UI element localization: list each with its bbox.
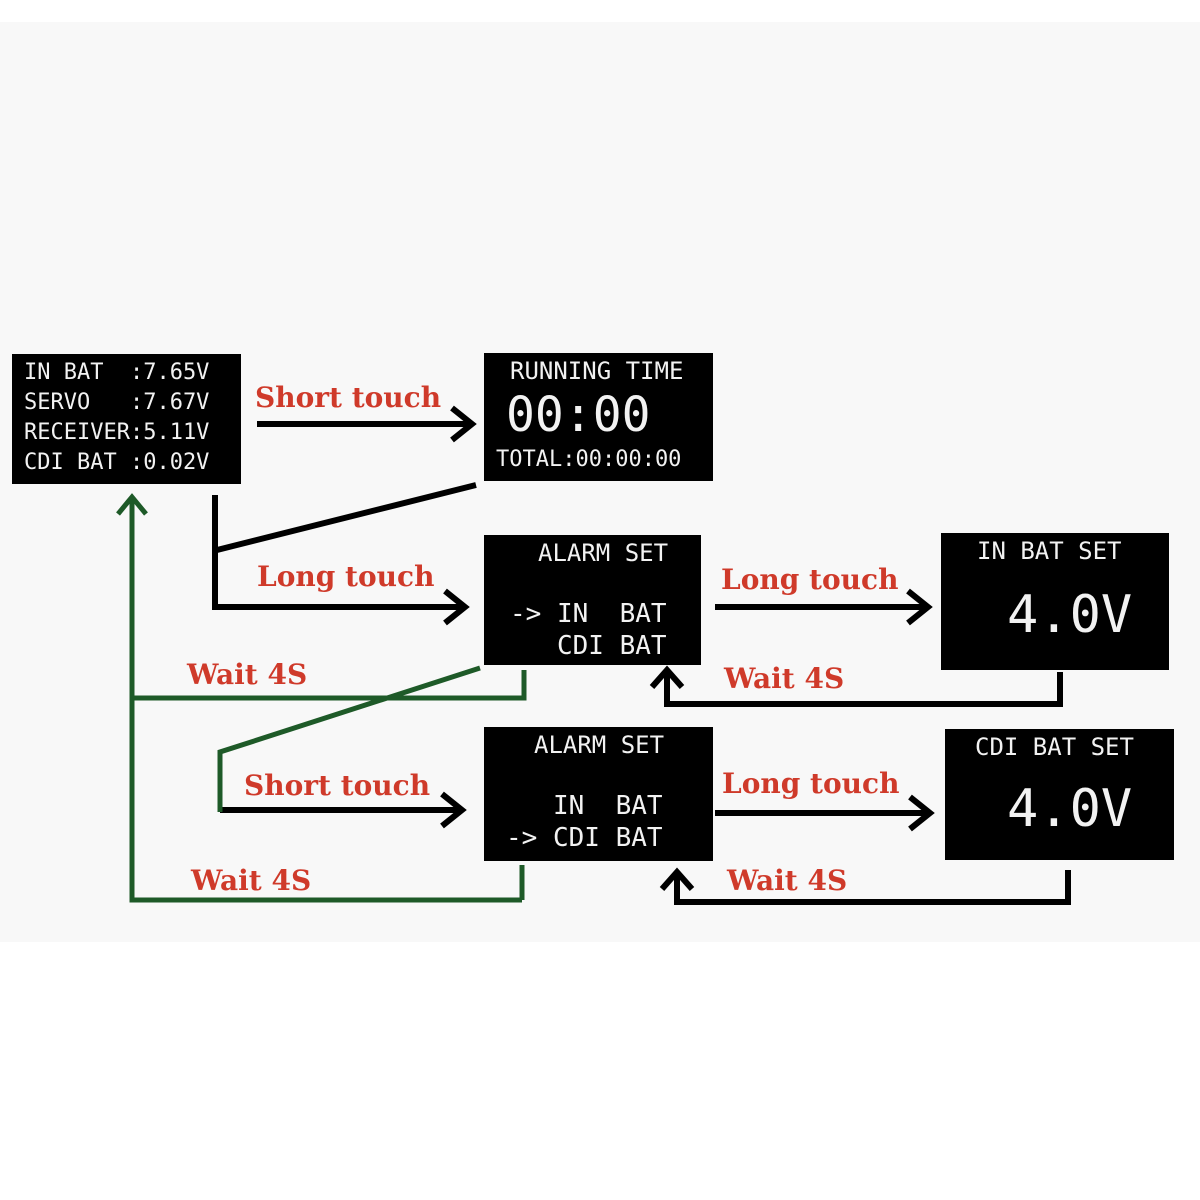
screen-cdi-bat-set: CDI BAT SET 4.0V bbox=[945, 729, 1174, 860]
arrow-wait-cdi-bat-set-to-alarm bbox=[659, 867, 1071, 905]
cdi-bat-set-title: CDI BAT SET bbox=[975, 733, 1134, 761]
label-wait-4s-1: Wait 4S bbox=[187, 658, 308, 691]
in-bat-set-value: 4.0V bbox=[1007, 585, 1133, 645]
cdi-bat-set-value: 4.0V bbox=[1007, 779, 1133, 839]
alarm-option-cdi-bat: -> CDI BAT bbox=[506, 823, 663, 853]
arrow-running-to-alarm-in bbox=[212, 482, 477, 626]
in-bat-set-title: IN BAT SET bbox=[977, 537, 1122, 565]
green-arrow-wait-to-main bbox=[116, 493, 525, 903]
screen-running-time: RUNNING TIME 00:00 TOTAL:00:00:00 bbox=[484, 353, 713, 481]
alarm-option-in-bat: -> IN BAT bbox=[510, 599, 667, 629]
arrow-long-touch-alarm-cdi-to-set bbox=[715, 794, 935, 832]
arrow-long-touch-alarm-in-to-set bbox=[715, 588, 933, 626]
label-long-touch-3: Long touch bbox=[722, 767, 900, 800]
label-long-touch-2: Long touch bbox=[721, 563, 899, 596]
line-receiver: RECEIVER:5.11V bbox=[24, 420, 210, 445]
alarm-title: ALARM SET bbox=[538, 539, 669, 567]
arrow-short-touch-alarm-in-to-cdi bbox=[220, 791, 467, 829]
label-wait-4s-3: Wait 4S bbox=[191, 864, 312, 897]
arrow-wait-in-bat-set-to-alarm bbox=[649, 665, 1063, 707]
label-short-touch-2: Short touch bbox=[244, 769, 431, 802]
label-long-touch-1: Long touch bbox=[257, 560, 435, 593]
alarm-option-in-bat: IN BAT bbox=[506, 791, 663, 821]
running-clock: 00:00 bbox=[506, 387, 651, 443]
green-branch-alarm-in-wait bbox=[132, 670, 527, 701]
line-servo: SERVO :7.67V bbox=[24, 390, 210, 415]
running-total: TOTAL:00:00:00 bbox=[496, 447, 682, 472]
alarm-title: ALARM SET bbox=[534, 731, 665, 759]
screen-alarm-set-in-bat: ALARM SET -> IN BAT CDI BAT bbox=[484, 535, 701, 665]
label-wait-4s-2: Wait 4S bbox=[724, 662, 845, 695]
line-in-bat: IN BAT :7.65V bbox=[24, 360, 210, 385]
alarm-option-cdi-bat: CDI BAT bbox=[510, 631, 667, 661]
screen-in-bat-set: IN BAT SET 4.0V bbox=[941, 533, 1169, 670]
arrow-short-touch-main-to-running bbox=[257, 405, 477, 443]
screen-alarm-set-cdi-bat: ALARM SET IN BAT -> CDI BAT bbox=[484, 727, 713, 861]
screen-main-voltages: IN BAT :7.65V SERVO :7.67V RECEIVER:5.11… bbox=[12, 354, 241, 484]
line-cdi-bat: CDI BAT :0.02V bbox=[24, 450, 210, 475]
label-wait-4s-4: Wait 4S bbox=[727, 864, 848, 897]
running-title: RUNNING TIME bbox=[510, 357, 684, 385]
label-short-touch-1: Short touch bbox=[255, 381, 442, 414]
